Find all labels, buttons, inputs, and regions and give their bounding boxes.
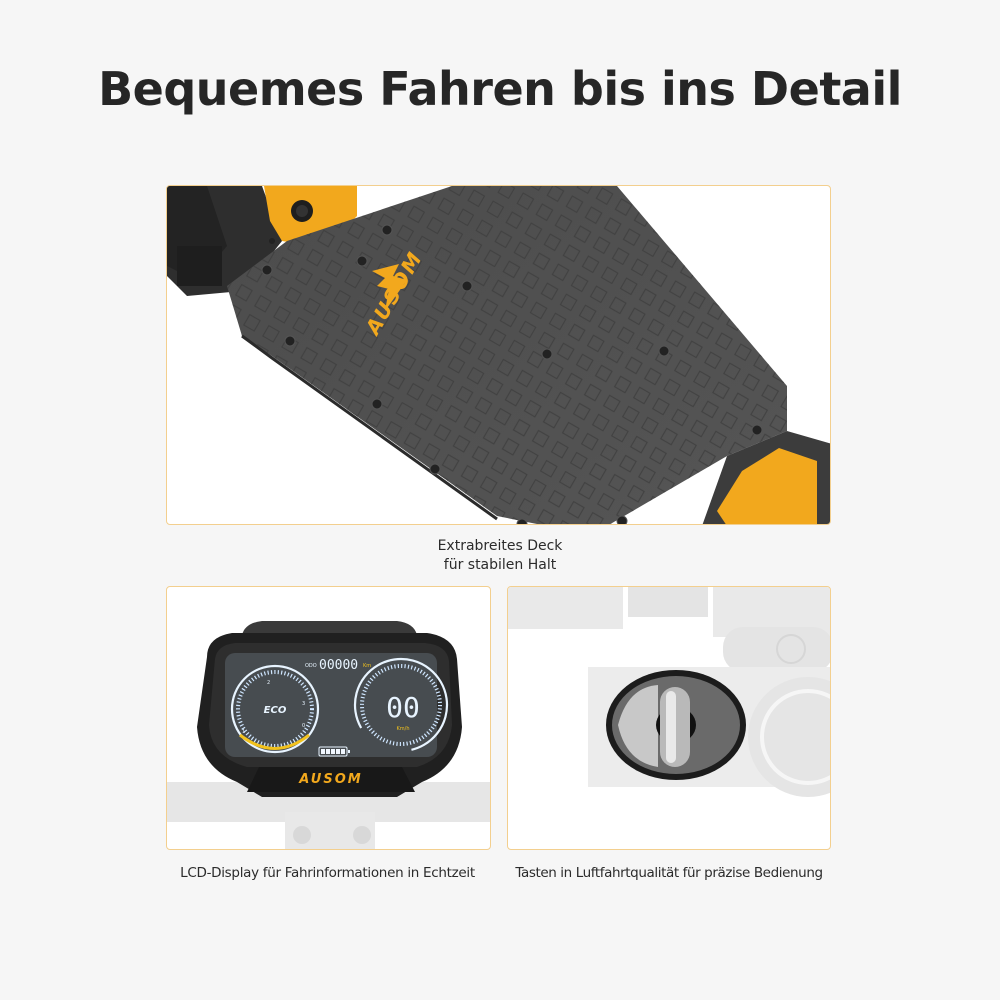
toggle-switch-image xyxy=(508,587,830,797)
mode-indicator: ECO xyxy=(264,705,287,716)
lcd-display-image: ECO 1 2 3 0 ODO 00000 Km 00 Km/h AUSOM xyxy=(167,621,490,849)
battery-icon xyxy=(348,750,350,753)
odometer-value: 00000 xyxy=(319,658,358,673)
scooter-deck-image: AUSOM xyxy=(167,186,830,524)
ausom-logo: AUSOM xyxy=(298,772,362,787)
deck-caption: Extrabreites Deck für stabilen Halt xyxy=(370,537,630,575)
odo-label: ODO xyxy=(305,663,317,669)
speed-unit: Km/h xyxy=(396,726,409,732)
lcd-image-panel: ECO 1 2 3 0 ODO 00000 Km 00 Km/h AUSOM xyxy=(166,586,491,850)
speed-value: 00 xyxy=(386,691,420,724)
lightning-logo-icon xyxy=(372,264,407,311)
gear-tick: 2 xyxy=(267,680,270,686)
page-title: Bequemes Fahren bis ins Detail xyxy=(98,62,902,116)
button-image-panel xyxy=(507,586,831,850)
gear-tick: 3 xyxy=(302,701,305,707)
lcd-caption: LCD-Display für Fahrinformationen in Ech… xyxy=(180,865,475,881)
deck-image-panel: AUSOM xyxy=(166,185,831,525)
deck-caption-line1: Extrabreites Deck xyxy=(437,538,563,554)
odometer-unit: Km xyxy=(363,663,371,669)
gear-tick: 1 xyxy=(242,729,245,735)
gear-tick: 0 xyxy=(302,723,305,729)
buttons-caption: Tasten in Luftfahrtqualität für präzise … xyxy=(515,865,823,881)
deck-caption-line2: für stabilen Halt xyxy=(443,557,557,573)
